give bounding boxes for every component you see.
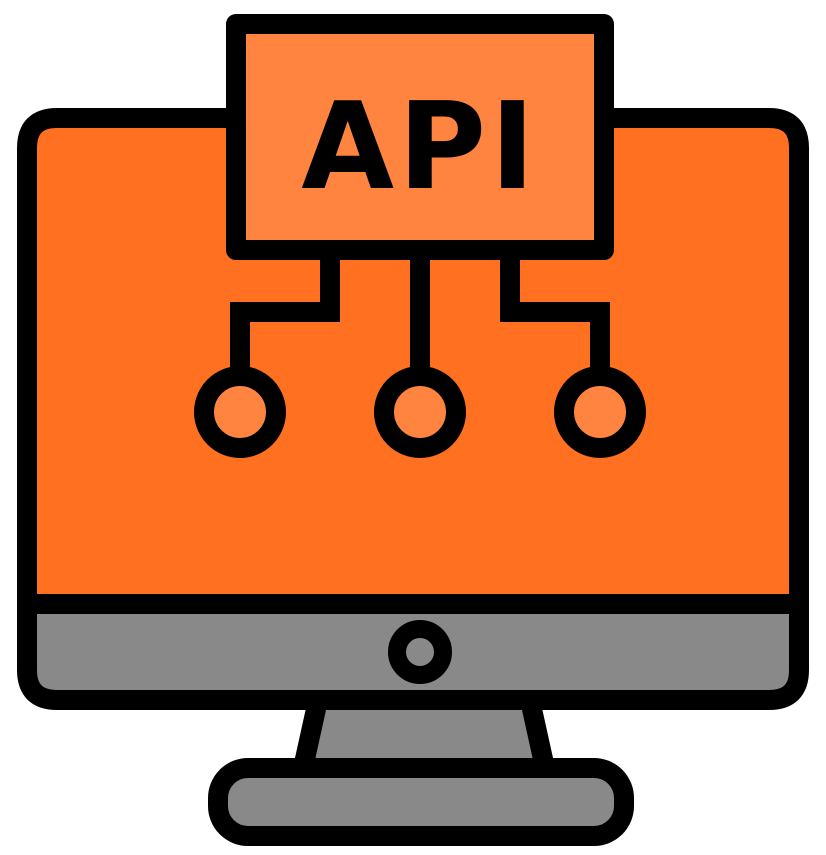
stand-neck [293, 690, 555, 778]
api-card-box [226, 14, 614, 260]
api-card: API [226, 14, 614, 260]
connector-right [500, 252, 610, 376]
power-button [388, 620, 452, 684]
node-left [194, 366, 286, 458]
node-middle [374, 366, 466, 458]
monitor-bezel [17, 594, 809, 710]
connectors [230, 252, 610, 376]
api-label: API [301, 78, 538, 217]
monitor-stand [208, 690, 634, 846]
node-right [554, 366, 646, 458]
connector-left [230, 252, 340, 376]
nodes [194, 366, 646, 458]
stand-base [208, 758, 634, 846]
